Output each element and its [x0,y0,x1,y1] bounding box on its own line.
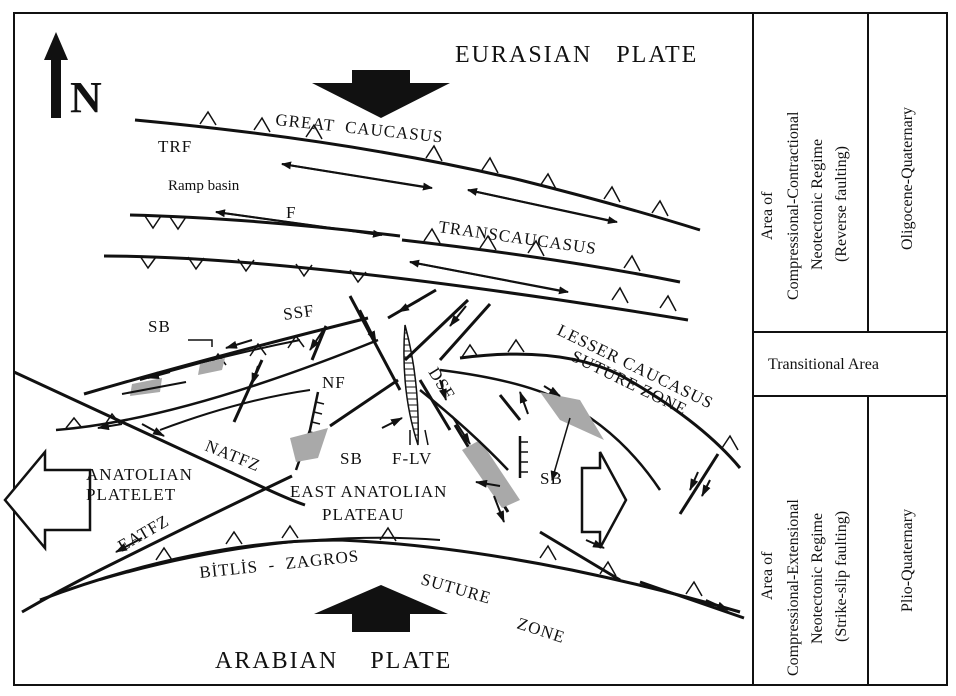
legend-transitional: Transitional Area [768,356,879,373]
natfz-label: NATFZ [203,436,264,475]
basin-sb-3 [290,428,328,462]
sb-label-3: SB [540,469,563,488]
legend-lower-age: Plio-Quaternary [899,509,916,612]
shortening-arrow-3b [215,211,383,238]
east-fault-4 [639,580,745,620]
shortening-arrow-1b [281,163,433,191]
thrust-teeth-trf [144,215,187,231]
basin-sb-2 [198,358,225,375]
transcaucasus-label: TRANSCAUCASUS [437,217,598,258]
east-fault-3 [539,530,621,582]
legend-lower-line-4: (Strike-slip faulting) [833,511,850,642]
legend-lower-line-1: Area of [759,551,776,600]
north-label: N [70,73,102,122]
legend-upper-line-4: (Reverse faulting) [833,146,850,262]
slip-arrows [97,299,729,611]
east-fault-1-ticks [520,441,528,473]
ramp-basin-label: Ramp basin [168,178,240,194]
anatolian-label: ANATOLIAN [86,465,193,484]
legend-upper-line-2: Compressional-Contractional [785,111,802,300]
thrust-teeth-great-caucasus [199,110,669,217]
transcaucasus-thrust [401,238,681,284]
legend-upper-line-3: Neotectonic Regime [809,139,826,270]
natfz-fault [13,370,306,507]
eastward-arrow-icon [580,451,628,549]
platelet-label: PLATELET [86,485,176,504]
anatolian-escape-arrow-icon [3,448,92,552]
east-fault-2 [678,453,720,515]
central-faults [232,288,522,513]
zone-label: ZONE [515,614,568,647]
basin-sb-5 [462,440,520,508]
bitlis-teeth [155,524,703,597]
natfz-upper [55,338,379,432]
map-frame [13,12,948,686]
north-arrow-icon: N [44,32,102,122]
natfz-teeth [65,412,121,429]
arabian-push-arrow-icon [314,585,448,632]
legend-lower-regime: Area of Compressional-Extensional Neotec… [759,499,850,676]
flv-label: F-LV [392,449,432,468]
legend-upper-age: Oligocene-Quaternary [899,107,916,250]
sb-leader-left [188,339,213,347]
eurasian-push-arrow-icon [312,70,450,118]
thrust-teeth-transcaucasus [423,227,641,272]
legend-upper-regime: Area of Compressional-Contractional Neot… [759,111,850,300]
great-caucasus-thrust [134,118,701,232]
legend-lower-line-3: Neotectonic Regime [809,513,826,644]
dsf-fault-2 [419,389,509,471]
flv-lens [403,324,419,446]
natfz-lower [159,389,311,431]
lesser-teeth [461,338,739,451]
shortening-arrow-4b [409,261,569,295]
sb-label-1: SB [148,317,171,336]
shortening-arrow-2b [467,189,618,225]
suture-label: SUTURE [419,570,494,608]
arabian-plate-label: ARABIAN PLATE [215,648,452,674]
nf-label: NF [322,373,346,392]
basin-sb-4 [540,392,604,440]
f-label: F [286,203,296,222]
flv-leader-2 [424,429,429,446]
trf-label: TRF [158,137,192,156]
east-anatolian-label: EAST ANATOLIAN [290,482,447,501]
sb-label-2: SB [340,449,363,468]
bitlis-zagros-suture [39,538,741,614]
great-caucasus-label: GREAT CAUCASUS [275,110,445,147]
sb-leader-right [550,417,571,481]
lower-thrust [103,254,689,322]
plateau-label: PLATEAU [322,505,405,524]
legend-lower-line-2: Compressional-Extensional [785,499,802,676]
sb-fault-1 [121,381,187,395]
legend-upper-line-1: Area of [759,191,776,240]
lesser-caucasus-suture [459,352,742,469]
thrust-teeth-lower [139,255,677,312]
inner-suture [99,536,441,581]
eurasian-plate-label: EURASIAN PLATE [455,42,698,68]
ssf-label: SSF [282,301,316,324]
